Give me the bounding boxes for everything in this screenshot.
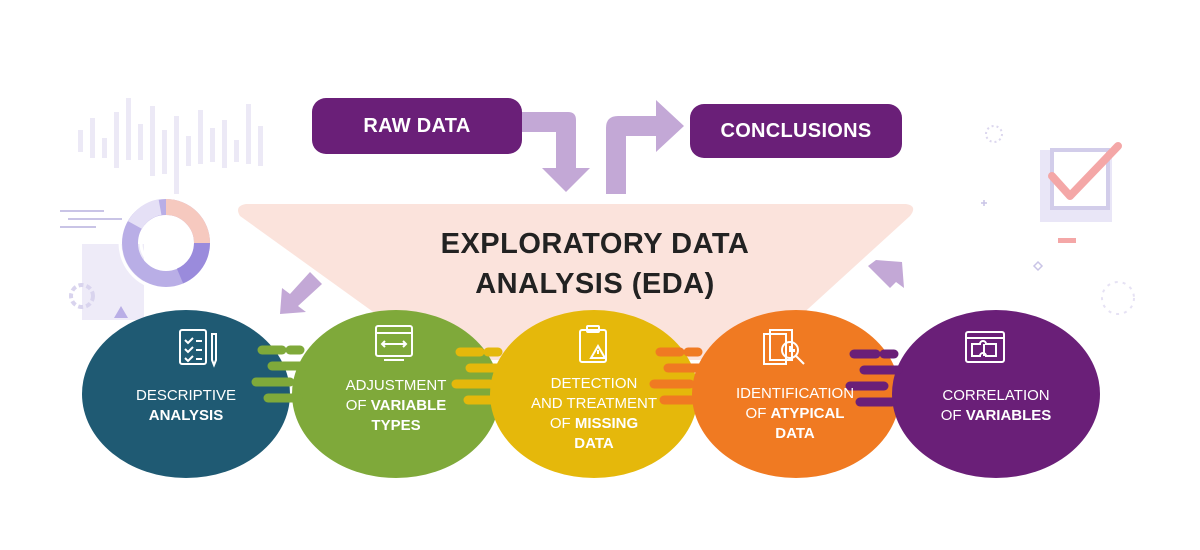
conclusions-label: CONCLUSIONS xyxy=(720,119,872,142)
raw-data-arrow xyxy=(522,112,590,192)
connector-2-3 xyxy=(451,347,509,405)
raw-data-box: RAW DATA xyxy=(312,98,522,154)
conclusions-arrow xyxy=(606,100,684,194)
step-2-line-3: TYPES xyxy=(371,417,421,434)
decor-checkbox xyxy=(981,125,1135,315)
step-label-correlation: CORRELATION OF VARIABLES xyxy=(916,386,1076,426)
step-5-line-1: CORRELATION xyxy=(942,387,1050,404)
step-2-line-2b: VARIABLE xyxy=(370,397,447,414)
decor-donut-chart xyxy=(60,195,214,320)
browser-window-icon xyxy=(375,325,413,361)
connector-3-4 xyxy=(649,347,709,405)
step-2-line-2a: OF xyxy=(345,397,371,414)
step-1-line-1: DESCRIPTIVE xyxy=(135,387,237,404)
step-4-line-1: IDENTIFICATION xyxy=(735,385,855,402)
step-atypical-data-bubble xyxy=(692,310,900,478)
step-4-line-3: DATA xyxy=(775,425,815,442)
step-descriptive-analysis-bubble xyxy=(82,310,290,478)
step-1-line-2: ANALYSIS xyxy=(148,407,224,424)
step-3-line-3a: OF xyxy=(549,415,575,432)
step-label-variable-types: ADJUSTMENT OF VARIABLE TYPES xyxy=(326,376,466,436)
eda-title-line-1: EXPLORATORY DATA xyxy=(440,228,750,260)
step-missing-data-bubble xyxy=(490,310,698,478)
step-label-atypical-data: IDENTIFICATION OF ATYPICAL DATA xyxy=(720,384,870,444)
connector-1-2 xyxy=(251,345,309,403)
funnel-left-arrow xyxy=(280,272,322,314)
connector-4-5 xyxy=(845,349,903,407)
step-5-line-2a: OF xyxy=(940,407,966,424)
step-5-line-2b: VARIABLES xyxy=(965,407,1052,424)
step-4-line-2a: OF xyxy=(745,405,771,422)
step-correlation-bubble xyxy=(892,310,1100,478)
clipboard-warning-icon xyxy=(579,325,607,363)
step-4-line-2b: ATYPICAL xyxy=(770,405,845,422)
step-3-line-2: AND TREATMENT xyxy=(530,395,658,412)
step-label-missing-data: DETECTION AND TREATMENT OF MISSING DATA xyxy=(520,374,668,454)
step-3-line-1: DETECTION xyxy=(550,375,638,392)
conclusions-box: CONCLUSIONS xyxy=(690,104,902,158)
checklist-document-icon xyxy=(179,329,217,368)
decor-bar-chart xyxy=(78,98,263,194)
step-3-line-3b: MISSING xyxy=(574,415,639,432)
step-3-line-4: DATA xyxy=(574,435,614,452)
step-variable-types-bubble xyxy=(292,310,500,478)
raw-data-label: RAW DATA xyxy=(363,114,471,137)
step-2-line-1: ADJUSTMENT xyxy=(345,377,447,394)
eda-title-line-2: ANALYSIS (EDA) xyxy=(475,268,715,300)
magnifier-report-icon xyxy=(763,329,805,365)
funnel-right-arrow xyxy=(868,260,904,300)
puzzle-window-icon xyxy=(965,331,1005,363)
eda-title: EXPLORATORY DATA ANALYSIS (EDA) xyxy=(390,224,800,304)
step-label-descriptive-analysis: DESCRIPTIVE ANALYSIS xyxy=(116,386,256,426)
